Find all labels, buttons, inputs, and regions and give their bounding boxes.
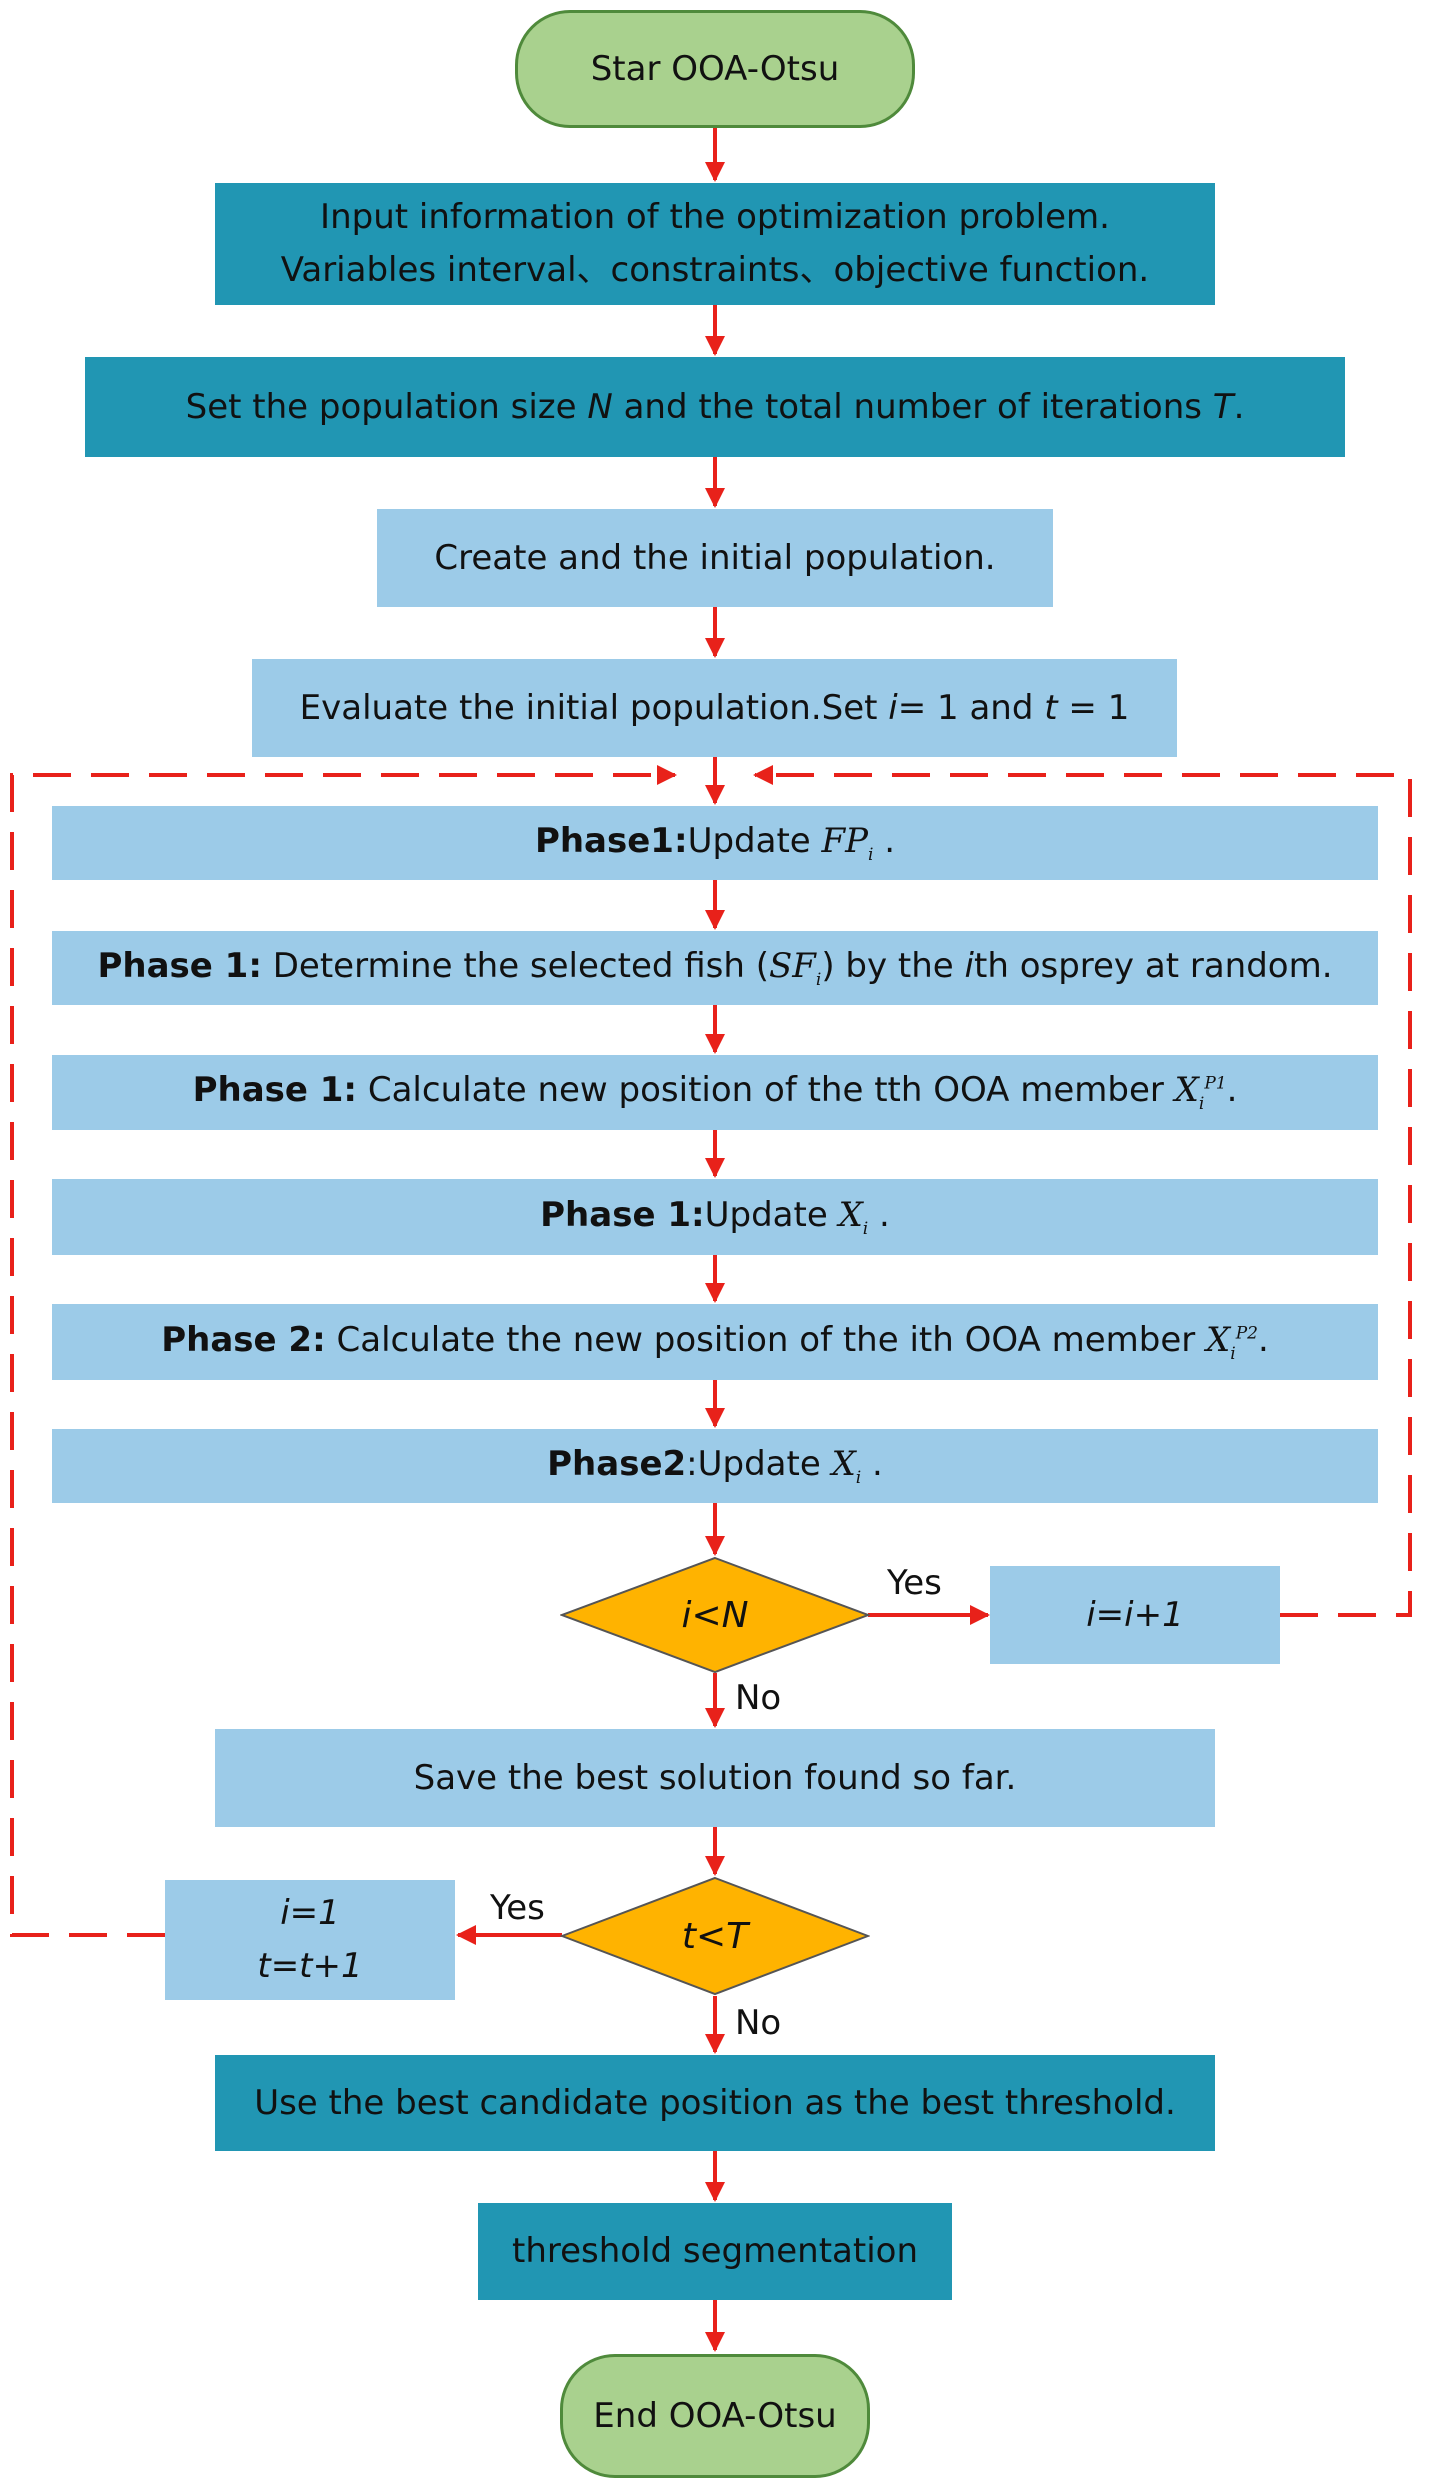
phase1-calc-position-box: Phase 1: Calculate new position of the t… [52,1055,1378,1130]
evaluate-population-box: Evaluate the initial population.Set i= 1… [252,659,1177,757]
x-p1-symbol: X [1174,1070,1199,1111]
input-line-2: Variables interval、constraints、objective… [280,250,1150,290]
edge-label-i-yes: Yes [887,1563,942,1603]
create-label: Create and the initial population. [434,537,996,578]
update1-end: . [879,1194,890,1235]
phase1-fp-bold: Phase1: [534,820,688,861]
evaluate-mid: = 1 and [897,687,1034,728]
calc1-text: Calculate new position of the tth OOA me… [367,1070,1164,1111]
set-end: . [1233,386,1245,427]
reset-i-increment-t-box: i=1 t=t+1 [165,1880,455,2000]
select-i: i [964,945,974,986]
phase1-calc-label: Phase 1: Calculate new position of the t… [193,1070,1238,1114]
set-pre: Set the population size [185,386,577,427]
x2-sub: i [855,1467,862,1488]
calc2-bold: Phase 2: [161,1319,326,1360]
fp-sub: i [867,844,874,865]
evaluate-t: t [1044,687,1058,728]
sf-math: SFi [769,945,821,990]
input-info-box: Input information of the optimization pr… [215,183,1215,305]
sf-sub: i [815,969,822,990]
phase2-update-x-box: Phase2:Update Xi . [52,1429,1378,1503]
phase1-update-fp-label: Phase1:Update FPi . [535,821,895,865]
increment-i-label: i=i+1 [1086,1594,1184,1635]
update2-bold: Phase2 [547,1443,687,1484]
phase1-fp-end: . [884,820,896,861]
x-p2-symbol: X [1206,1319,1231,1360]
calc2-end: . [1257,1319,1269,1360]
start-label: Star OOA-Otsu [590,48,840,89]
x-p2-sup: P2 [1235,1323,1258,1344]
use-best-label: Use the best candidate position as the b… [254,2082,1176,2123]
segmentation-label: threshold segmentation [511,2231,919,2272]
evaluate-label: Evaluate the initial population.Set i= 1… [300,688,1130,729]
input-line-1: Input information of the optimization pr… [320,197,1110,238]
select-pre: Determine the selected fish ( [272,945,770,986]
reset-line-1: i=1 [280,1893,340,1934]
decision-i-label: i<N [681,1594,749,1636]
set-mid: and the total number of iterations [623,386,1202,427]
evaluate-end: = 1 [1068,687,1130,728]
phase2-calc-position-box: Phase 2: Calculate the new position of t… [52,1304,1378,1380]
evaluate-pre: Evaluate the initial population.Set [299,687,878,728]
calc1-end: . [1226,1070,1238,1111]
phase1-update-fp-box: Phase1:Update FPi . [52,806,1378,880]
select-mid: ) by the [821,945,954,986]
segmentation-box: threshold segmentation [478,2203,952,2300]
x-p2-sub: i [1230,1343,1236,1364]
update2-end: . [872,1443,883,1484]
edge-label-t-no: No [735,2003,782,2043]
phase2-calc-label: Phase 2: Calculate the new position of t… [161,1320,1269,1364]
x1-sub: i [862,1218,869,1239]
evaluate-i: i [888,687,898,728]
use-best-threshold-box: Use the best candidate position as the b… [215,2055,1215,2151]
set-population-label: Set the population size N and the total … [186,387,1245,428]
phase1-fp-text: Update [687,820,811,861]
edge-label-i-no: No [735,1678,782,1718]
phase1-select-label: Phase 1: Determine the selected fish (SF… [97,946,1332,990]
update1-bold: Phase 1: [540,1194,705,1235]
loop-t-increment [10,765,677,1937]
decision-i-lt-n [560,1556,870,1674]
x-p1-sub: i [1198,1094,1205,1115]
update1-text: Update [704,1194,828,1235]
decision-t-lt-t [560,1876,870,1996]
phase2-update-x-label: Phase2:Update Xi . [547,1444,883,1488]
end-terminal: End OOA-Otsu [560,2354,870,2478]
reset-line-2: t=t+1 [257,1946,363,1986]
x1-math: Xi [838,1194,869,1239]
save-best-label: Save the best solution found so far. [413,1757,1017,1798]
create-population-box: Create and the initial population. [377,509,1053,607]
x-p2-math: XiP2 [1206,1319,1258,1364]
decision-t-label: t<T [681,1915,749,1957]
phase1-update-x-label: Phase 1:Update Xi . [540,1195,890,1239]
loop-i-increment [753,765,1412,1617]
x-p1-sup: P1 [1204,1074,1227,1095]
x2-symbol: X [831,1443,856,1484]
save-best-box: Save the best solution found so far. [215,1729,1215,1827]
edge-label-t-yes: Yes [490,1888,545,1928]
x1-symbol: X [838,1194,863,1235]
phase1-update-x-box: Phase 1:Update Xi . [52,1179,1378,1255]
select-bold: Phase 1: [97,945,262,986]
start-terminal: Star OOA-Otsu [515,10,915,128]
end-label: End OOA-Otsu [593,2395,837,2436]
set-population-box: Set the population size N and the total … [85,357,1345,457]
sf-symbol: SF [769,945,816,986]
set-N: N [587,386,613,427]
x2-math: Xi [831,1443,862,1488]
calc2-text: Calculate the new position of the ith OO… [336,1319,1196,1360]
x-p1-math: XiP1 [1174,1070,1227,1114]
calc1-bold: Phase 1: [192,1070,358,1111]
update2-text: :Update [686,1443,821,1484]
set-T: T [1212,386,1234,427]
fp-math: FPi [821,820,874,865]
increment-i-box: i=i+1 [990,1566,1280,1664]
select-end: th osprey at random. [974,945,1333,986]
phase1-select-fish-box: Phase 1: Determine the selected fish (SF… [52,931,1378,1005]
fp-symbol: FP [821,820,868,861]
